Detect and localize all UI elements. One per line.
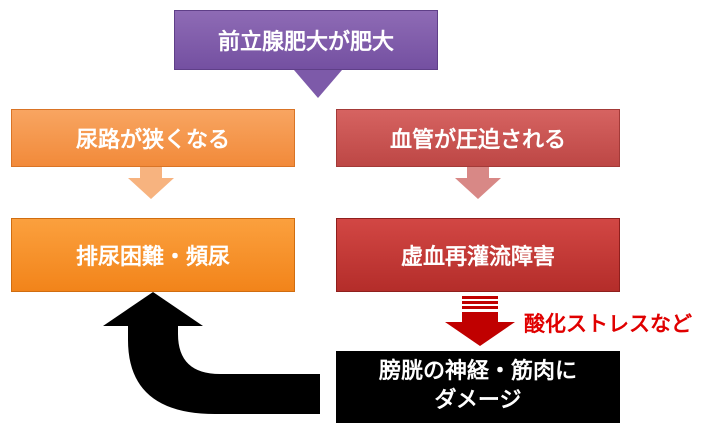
node-dysuria-frequency: 排尿困難・頻尿 bbox=[11, 218, 295, 292]
node-prostate-enlargement: 前立腺肥大が肥大 bbox=[174, 10, 438, 70]
right-down-arrow bbox=[455, 167, 501, 199]
edge-label-oxidative-stress: 酸化ストレスなど bbox=[524, 312, 692, 336]
stress-down-arrow bbox=[445, 312, 515, 346]
stress-arrow-stripe bbox=[462, 306, 498, 309]
return-arrow bbox=[103, 292, 320, 414]
stress-arrow-stripe bbox=[462, 301, 498, 304]
node-ischemia-reperfusion-injury: 虚血再灌流障害 bbox=[336, 218, 620, 292]
stress-arrow-stripe bbox=[462, 296, 498, 299]
node-bladder-nerve-muscle-damage: 膀胱の神経・筋肉に ダメージ bbox=[336, 351, 620, 423]
bottom-line-2: ダメージ bbox=[434, 388, 522, 413]
bottom-line-1: 膀胱の神経・筋肉に bbox=[378, 359, 577, 385]
node-urinary-tract-narrows: 尿路が狭くなる bbox=[11, 109, 295, 167]
top-down-arrow-head bbox=[294, 70, 342, 98]
node-blood-vessels-compressed: 血管が圧迫される bbox=[336, 109, 620, 167]
left-down-arrow bbox=[128, 167, 174, 199]
